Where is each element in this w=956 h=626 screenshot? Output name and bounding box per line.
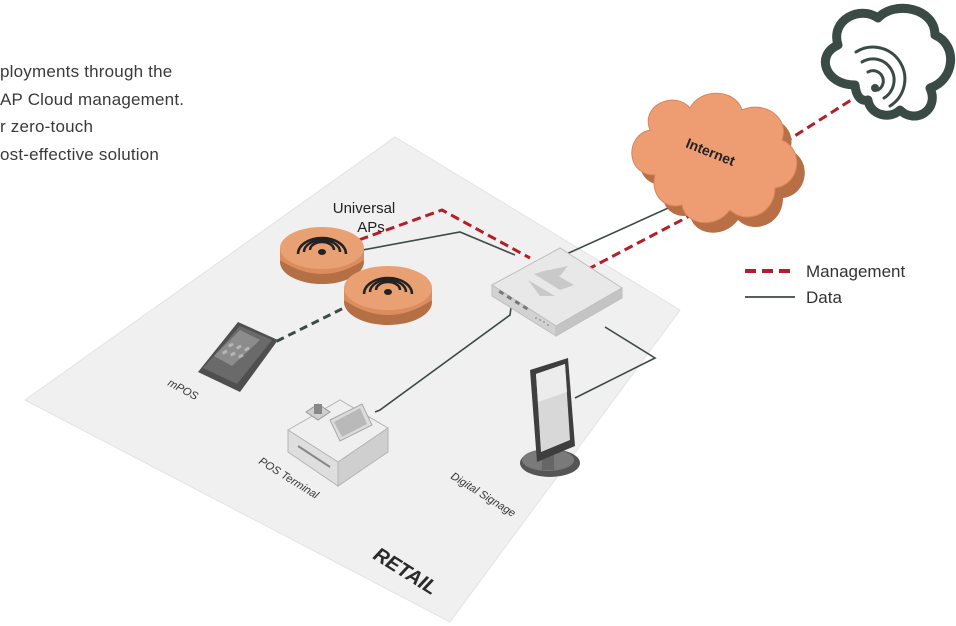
intro-line: AP Cloud management. (0, 89, 185, 109)
legend-data-label: Data (806, 288, 842, 307)
intro-paragraph: ployments through the AP Cloud managemen… (0, 58, 300, 168)
retail-floor (24, 136, 681, 623)
internet-cloud: Internet (631, 92, 805, 233)
wifi-icon (296, 236, 348, 255)
remote-cloud-icon (820, 3, 955, 121)
digital-signage-device (520, 358, 580, 477)
switch-arrows-icon (528, 266, 574, 296)
access-point-2 (344, 266, 432, 325)
pos-terminal-device (287, 399, 389, 487)
data-line-signage (574, 326, 657, 399)
access-point-1 (280, 227, 364, 284)
mpos-device (198, 322, 278, 392)
universal-aps-label-line1: Universal (333, 200, 396, 217)
intro-line: ployments through the (0, 62, 173, 81)
remote-signal-icon (854, 45, 907, 108)
universal-aps-label-line2: APs (357, 219, 385, 236)
legend-management-label: Management (806, 262, 906, 281)
legend: Management Data (745, 262, 906, 307)
management-line-aps (319, 208, 531, 260)
intro-line: ost-effective solution (0, 144, 160, 164)
intro-line: r zero-touch (0, 117, 94, 136)
wifi-icon (362, 276, 414, 295)
switch-device (491, 247, 623, 337)
data-line-ap1 (329, 231, 516, 257)
